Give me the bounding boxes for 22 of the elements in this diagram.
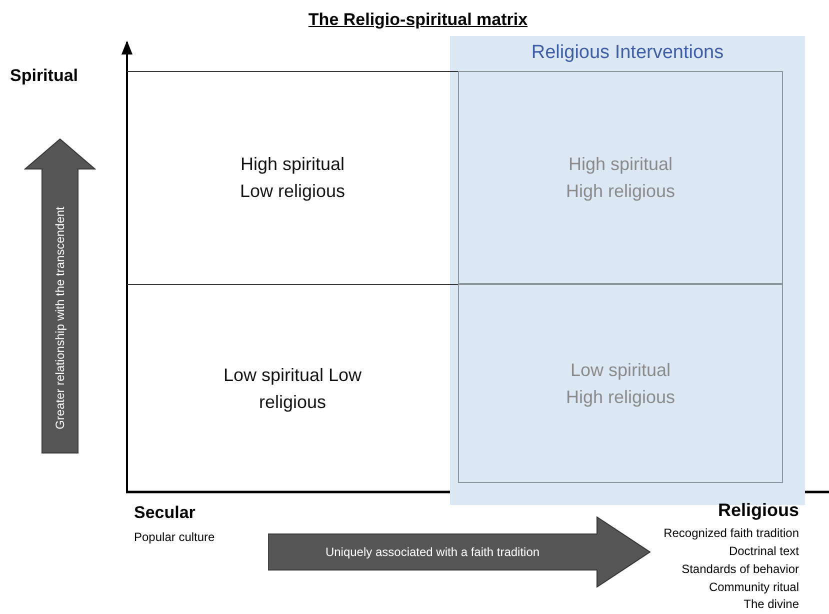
quadrant-label: High spiritual Low religious xyxy=(238,153,346,203)
axis-note: The divine xyxy=(744,597,799,611)
quadrant-label: Low spiritual High religious xyxy=(564,358,676,409)
quadrant-label: Low spiritual Low religious xyxy=(222,364,362,414)
axis-note: Doctrinal text xyxy=(728,544,799,558)
block-arrow xyxy=(268,516,651,588)
highlight-band xyxy=(450,36,805,505)
band-heading: Religious Interventions xyxy=(530,42,725,64)
quadrant-cell xyxy=(458,284,783,483)
diagram-title: The Religio-spiritual matrix xyxy=(307,10,529,30)
axis-label: Spiritual xyxy=(10,66,78,86)
axis-label: Religious xyxy=(718,500,799,521)
arrow-label: Uniquely associated with a faith tradition xyxy=(324,545,541,559)
arrow-label: Greater relationship with the transcendent xyxy=(53,206,67,430)
axis-label: Secular xyxy=(134,503,196,523)
axis-note: Popular culture xyxy=(134,530,215,544)
quadrant-label: High spiritual High religious xyxy=(564,152,676,203)
axis-note: Recognized faith tradition xyxy=(664,526,799,540)
block-arrow xyxy=(24,138,96,454)
axis-note: Community ritual xyxy=(708,580,799,594)
axis-note: Standards of behavior xyxy=(682,562,799,576)
quadrant-cell xyxy=(458,71,783,284)
